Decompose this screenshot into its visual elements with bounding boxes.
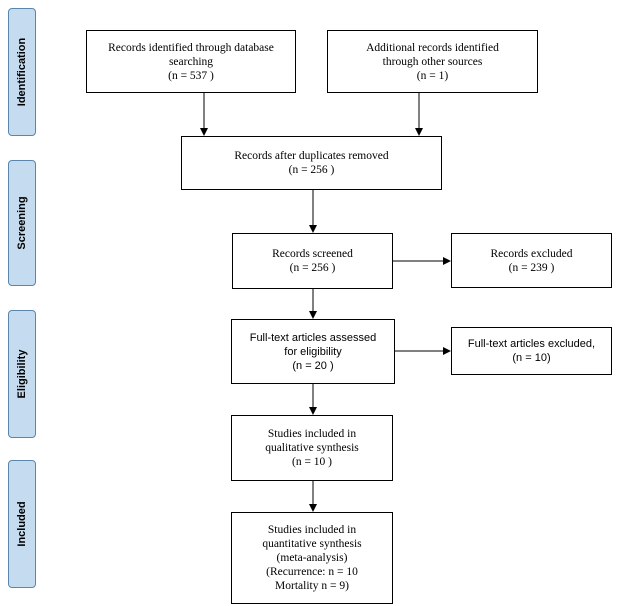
fulltext-excluded-count: (n = 10): [512, 352, 551, 364]
fulltext-line2: for eligibility: [284, 345, 342, 358]
box-records-excluded: Records excluded (n = 239 ): [451, 233, 612, 288]
quantitative-recurrence: (Recurrence: n = 10: [266, 566, 358, 578]
other-count: (n = 1): [416, 69, 449, 82]
database-line2: searching: [168, 55, 214, 68]
quantitative-line2: quantitative synthesis: [262, 538, 362, 550]
screened-count: (n = 256 ): [289, 262, 336, 274]
qualitative-count: (n = 10 ): [291, 456, 333, 468]
other-line2: through other sources: [382, 55, 483, 68]
box-records-screened: Records screened (n = 256 ): [232, 233, 393, 289]
database-count: (n = 537 ): [168, 69, 214, 82]
phase-eligibility: Eligibility: [8, 310, 36, 438]
box-qualitative-synthesis: Studies included in qualitative synthesi…: [231, 415, 393, 481]
quantitative-line3: (meta-analysis): [276, 552, 348, 564]
qualitative-line1: Studies included in: [267, 428, 357, 440]
screened-line1: Records screened: [272, 248, 353, 260]
phase-identification: Identification: [8, 8, 36, 136]
box-duplicates-removed: Records after duplicates removed (n = 25…: [181, 136, 442, 190]
fulltext-excluded-line1: Full-text articles excluded,: [467, 338, 596, 350]
phase-screening: Screening: [8, 160, 36, 286]
quantitative-line1: Studies included in: [267, 524, 357, 536]
duplicates-count: (n = 256 ): [288, 164, 335, 176]
box-quantitative-synthesis: Studies included in quantitative synthes…: [231, 512, 393, 604]
box-other-sources: Additional records identified through ot…: [327, 30, 538, 93]
other-line1: Additional records identified: [366, 41, 499, 54]
database-line1: Records identified through database: [108, 41, 274, 54]
phase-included: Included: [8, 460, 36, 588]
qualitative-line2: qualitative synthesis: [265, 442, 359, 454]
fulltext-line1: Full-text articles assessed: [249, 331, 377, 344]
fulltext-count: (n = 20 ): [292, 359, 334, 372]
duplicates-line1: Records after duplicates removed: [234, 150, 389, 162]
quantitative-mortality: Mortality n = 9): [275, 580, 349, 592]
excluded-count: (n = 239 ): [508, 261, 555, 274]
box-fulltext-excluded: Full-text articles excluded, (n = 10): [451, 327, 612, 375]
box-database-records: Records identified through database sear…: [86, 30, 296, 93]
box-fulltext-assessed: Full-text articles assessed for eligibil…: [231, 319, 395, 384]
excluded-line1: Records excluded: [490, 247, 573, 260]
